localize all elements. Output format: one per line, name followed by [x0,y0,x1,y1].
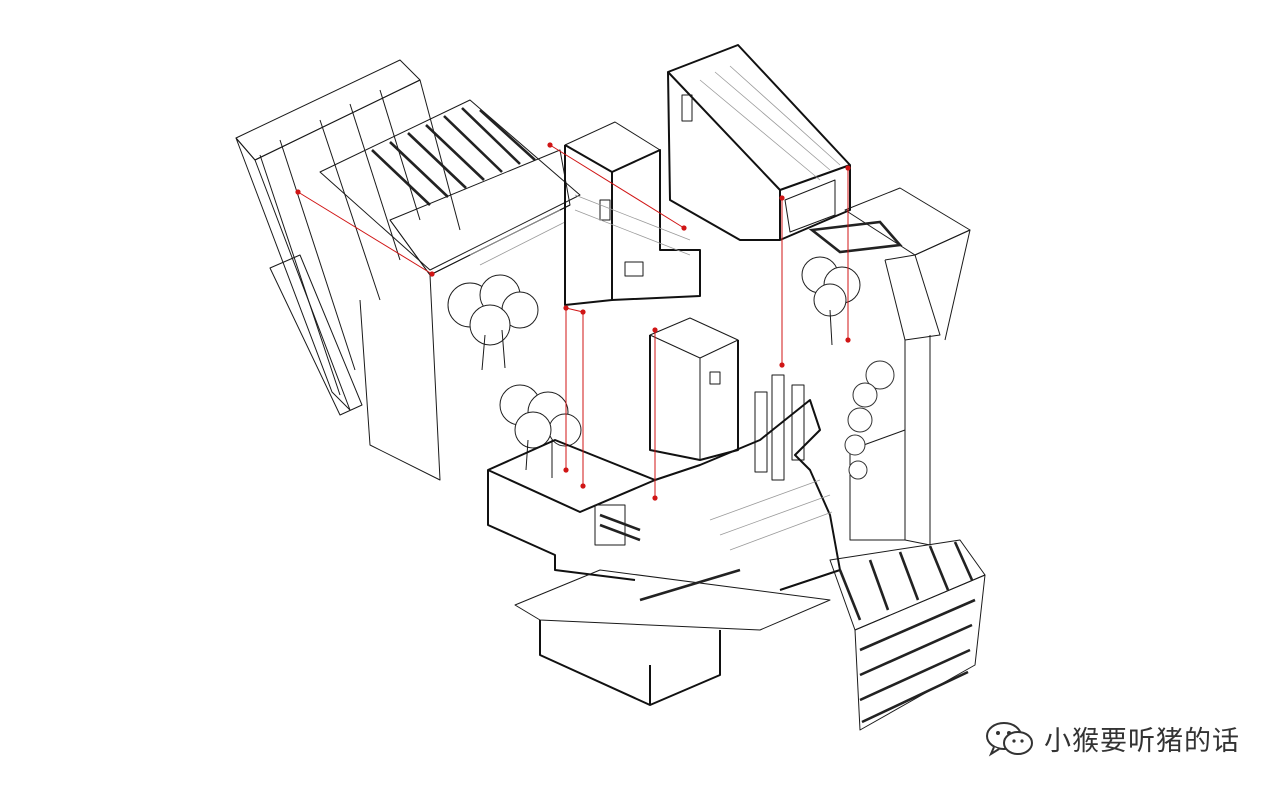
left-facade-panel [235,59,461,416]
wechat-icon [986,721,1033,757]
upper-right-volume [667,44,851,241]
tree-group-left [447,274,582,478]
tree-right [801,256,861,346]
middle-box [649,317,739,461]
watermark: 小猴要听猪的话 [984,719,1240,758]
bottom-right-facade-panel [829,539,986,731]
right-tower [808,187,971,546]
hanging-vine [844,360,895,480]
connector-lines [297,144,849,498]
vertical-columns [754,374,805,481]
upper-center-box [564,121,701,306]
main-lower-volume [487,399,841,706]
left-volume [359,149,571,481]
connector-points [295,142,851,501]
watermark-text: 小猴要听猪的话 [1044,726,1240,757]
roof-grating-block [319,99,581,271]
